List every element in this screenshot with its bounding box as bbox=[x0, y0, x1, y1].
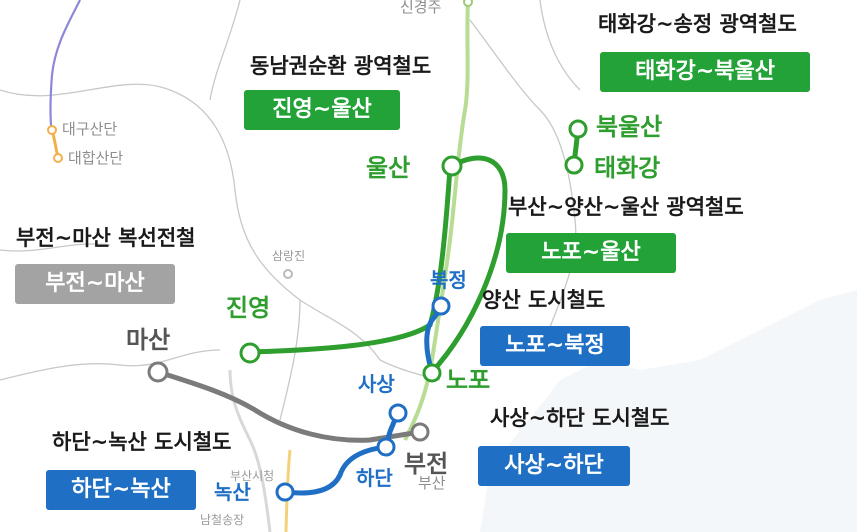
station-label-bukulsan: 북울산 bbox=[596, 113, 663, 141]
station-label-sasang: 사상 bbox=[358, 372, 395, 396]
line-hadan-noksan bbox=[282, 444, 389, 496]
station-label-noksan: 녹산 bbox=[214, 480, 251, 504]
badge-nopo-ulsan[interactable]: 노포~울산 bbox=[506, 233, 676, 273]
station-dot-ulsan[interactable] bbox=[441, 155, 463, 177]
label-sinkyeongju: 신경주 bbox=[400, 0, 442, 16]
station-label-bujeon: 부전 bbox=[404, 450, 449, 478]
station-label-ulsan: 울산 bbox=[366, 154, 411, 182]
station-dot-bujeon[interactable] bbox=[410, 422, 430, 442]
samnangjin-dot bbox=[283, 269, 293, 279]
sinkyeongju-dot bbox=[463, 0, 473, 7]
station-label-nopo: 노포 bbox=[446, 366, 491, 394]
station-label-jinyeong: 진영 bbox=[226, 294, 271, 322]
station-label-hadan: 하단 bbox=[356, 466, 393, 490]
title-dongnam: 동남권순환 광역철도 bbox=[250, 54, 432, 78]
station-label-bukjeong: 북정 bbox=[430, 268, 467, 292]
label-busan-bg: 부산 bbox=[418, 474, 446, 492]
bg-line-lightgray bbox=[228, 369, 272, 532]
station-dot-bukjeong[interactable] bbox=[431, 296, 451, 316]
bg-line-yellow bbox=[284, 449, 292, 532]
title-hadan-noksan: 하단~녹산 도시철도 bbox=[52, 430, 232, 454]
label-namcheol-songjang: 남철송장 bbox=[200, 513, 245, 527]
title-yangsan: 양산 도시철도 bbox=[482, 288, 606, 312]
station-dot-masan[interactable] bbox=[147, 361, 169, 383]
station-dot-noksan[interactable] bbox=[275, 482, 295, 502]
title-busan-yangsan-ulsan: 부산~양산~울산 광역철도 bbox=[508, 195, 744, 219]
station-label-taehwagang: 태화강 bbox=[594, 154, 661, 182]
station-dot-sasang[interactable] bbox=[388, 403, 408, 423]
station-dot-jinyeong[interactable] bbox=[239, 342, 261, 364]
line-nopo-ulsan bbox=[429, 155, 508, 375]
title-bujeon-masan: 부전~마산 복선전철 bbox=[16, 226, 196, 250]
station-dot-nopo[interactable] bbox=[422, 363, 442, 383]
daehap-sandan-dot bbox=[53, 153, 63, 163]
station-dot-hadan[interactable] bbox=[376, 437, 396, 457]
bg-line-purple bbox=[49, 0, 81, 136]
line-bujeon-masan bbox=[155, 369, 423, 443]
badge-jinyeong-ulsan[interactable]: 진영~울산 bbox=[244, 90, 400, 130]
label-daegu-sandan: 대구산단 bbox=[62, 120, 118, 138]
title-taehwa-songjeong: 태화강~송정 광역철도 bbox=[598, 12, 797, 36]
label-daehap-sandan: 대합산단 bbox=[68, 149, 124, 167]
label-busan-sicheong: 부산시청 bbox=[230, 469, 275, 483]
station-dot-bukulsan[interactable] bbox=[568, 119, 588, 139]
station-label-masan: 마산 bbox=[126, 326, 171, 354]
station-dot-taehwagang[interactable] bbox=[564, 155, 584, 175]
label-samnangjin: 삼랑진 bbox=[272, 249, 306, 263]
badge-bujeon-masan[interactable]: 부전~마산 bbox=[15, 264, 175, 304]
badge-taehwa-bukulsan[interactable]: 태화강~북울산 bbox=[600, 52, 810, 92]
daegu-sandan-dot bbox=[47, 125, 57, 135]
bg-line-lightgreen bbox=[403, 0, 470, 441]
badge-nopo-bukjeong[interactable]: 노포~북정 bbox=[480, 326, 630, 366]
badge-sasang-hadan[interactable]: 사상~하단 bbox=[478, 446, 630, 486]
badge-hadan-noksan[interactable]: 하단~녹산 bbox=[46, 470, 196, 510]
title-sasang-hadan: 사상~하단 도시철도 bbox=[490, 406, 670, 430]
